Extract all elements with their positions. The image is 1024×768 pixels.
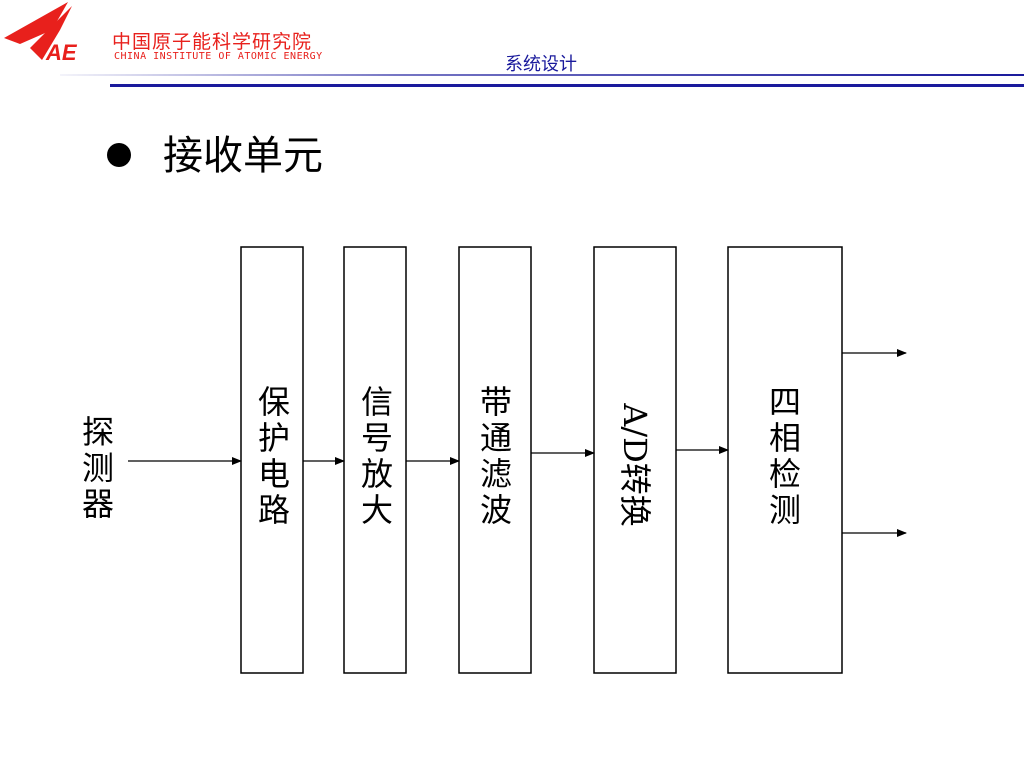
block-protect-box: [240, 246, 304, 674]
bullet-icon: [107, 143, 131, 167]
block-amplify-label: 信号放大: [360, 383, 393, 529]
svg-text:AE: AE: [45, 40, 78, 65]
iae-logo: AE: [4, 2, 78, 65]
block-adc-box: [593, 246, 677, 674]
block-protect-label: 保护电路: [257, 383, 290, 529]
block-detect-box: [727, 246, 843, 674]
section-title: 系统设计: [505, 54, 577, 75]
block-adc-label: A/D转换: [616, 403, 654, 527]
detector-label: 探测器: [81, 413, 114, 523]
slide-heading: 接收单元: [163, 133, 323, 179]
header-rule: [60, 74, 1024, 87]
institute-name-en: CHINA INSTITUTE OF ATOMIC ENERGY: [114, 51, 323, 62]
block-bandpass-box: [458, 246, 532, 674]
institute-name-cn: 中国原子能科学研究院: [112, 31, 313, 53]
block-detect-label: 四相检测: [768, 383, 801, 529]
block-bandpass-label: 带通滤波: [479, 383, 512, 529]
